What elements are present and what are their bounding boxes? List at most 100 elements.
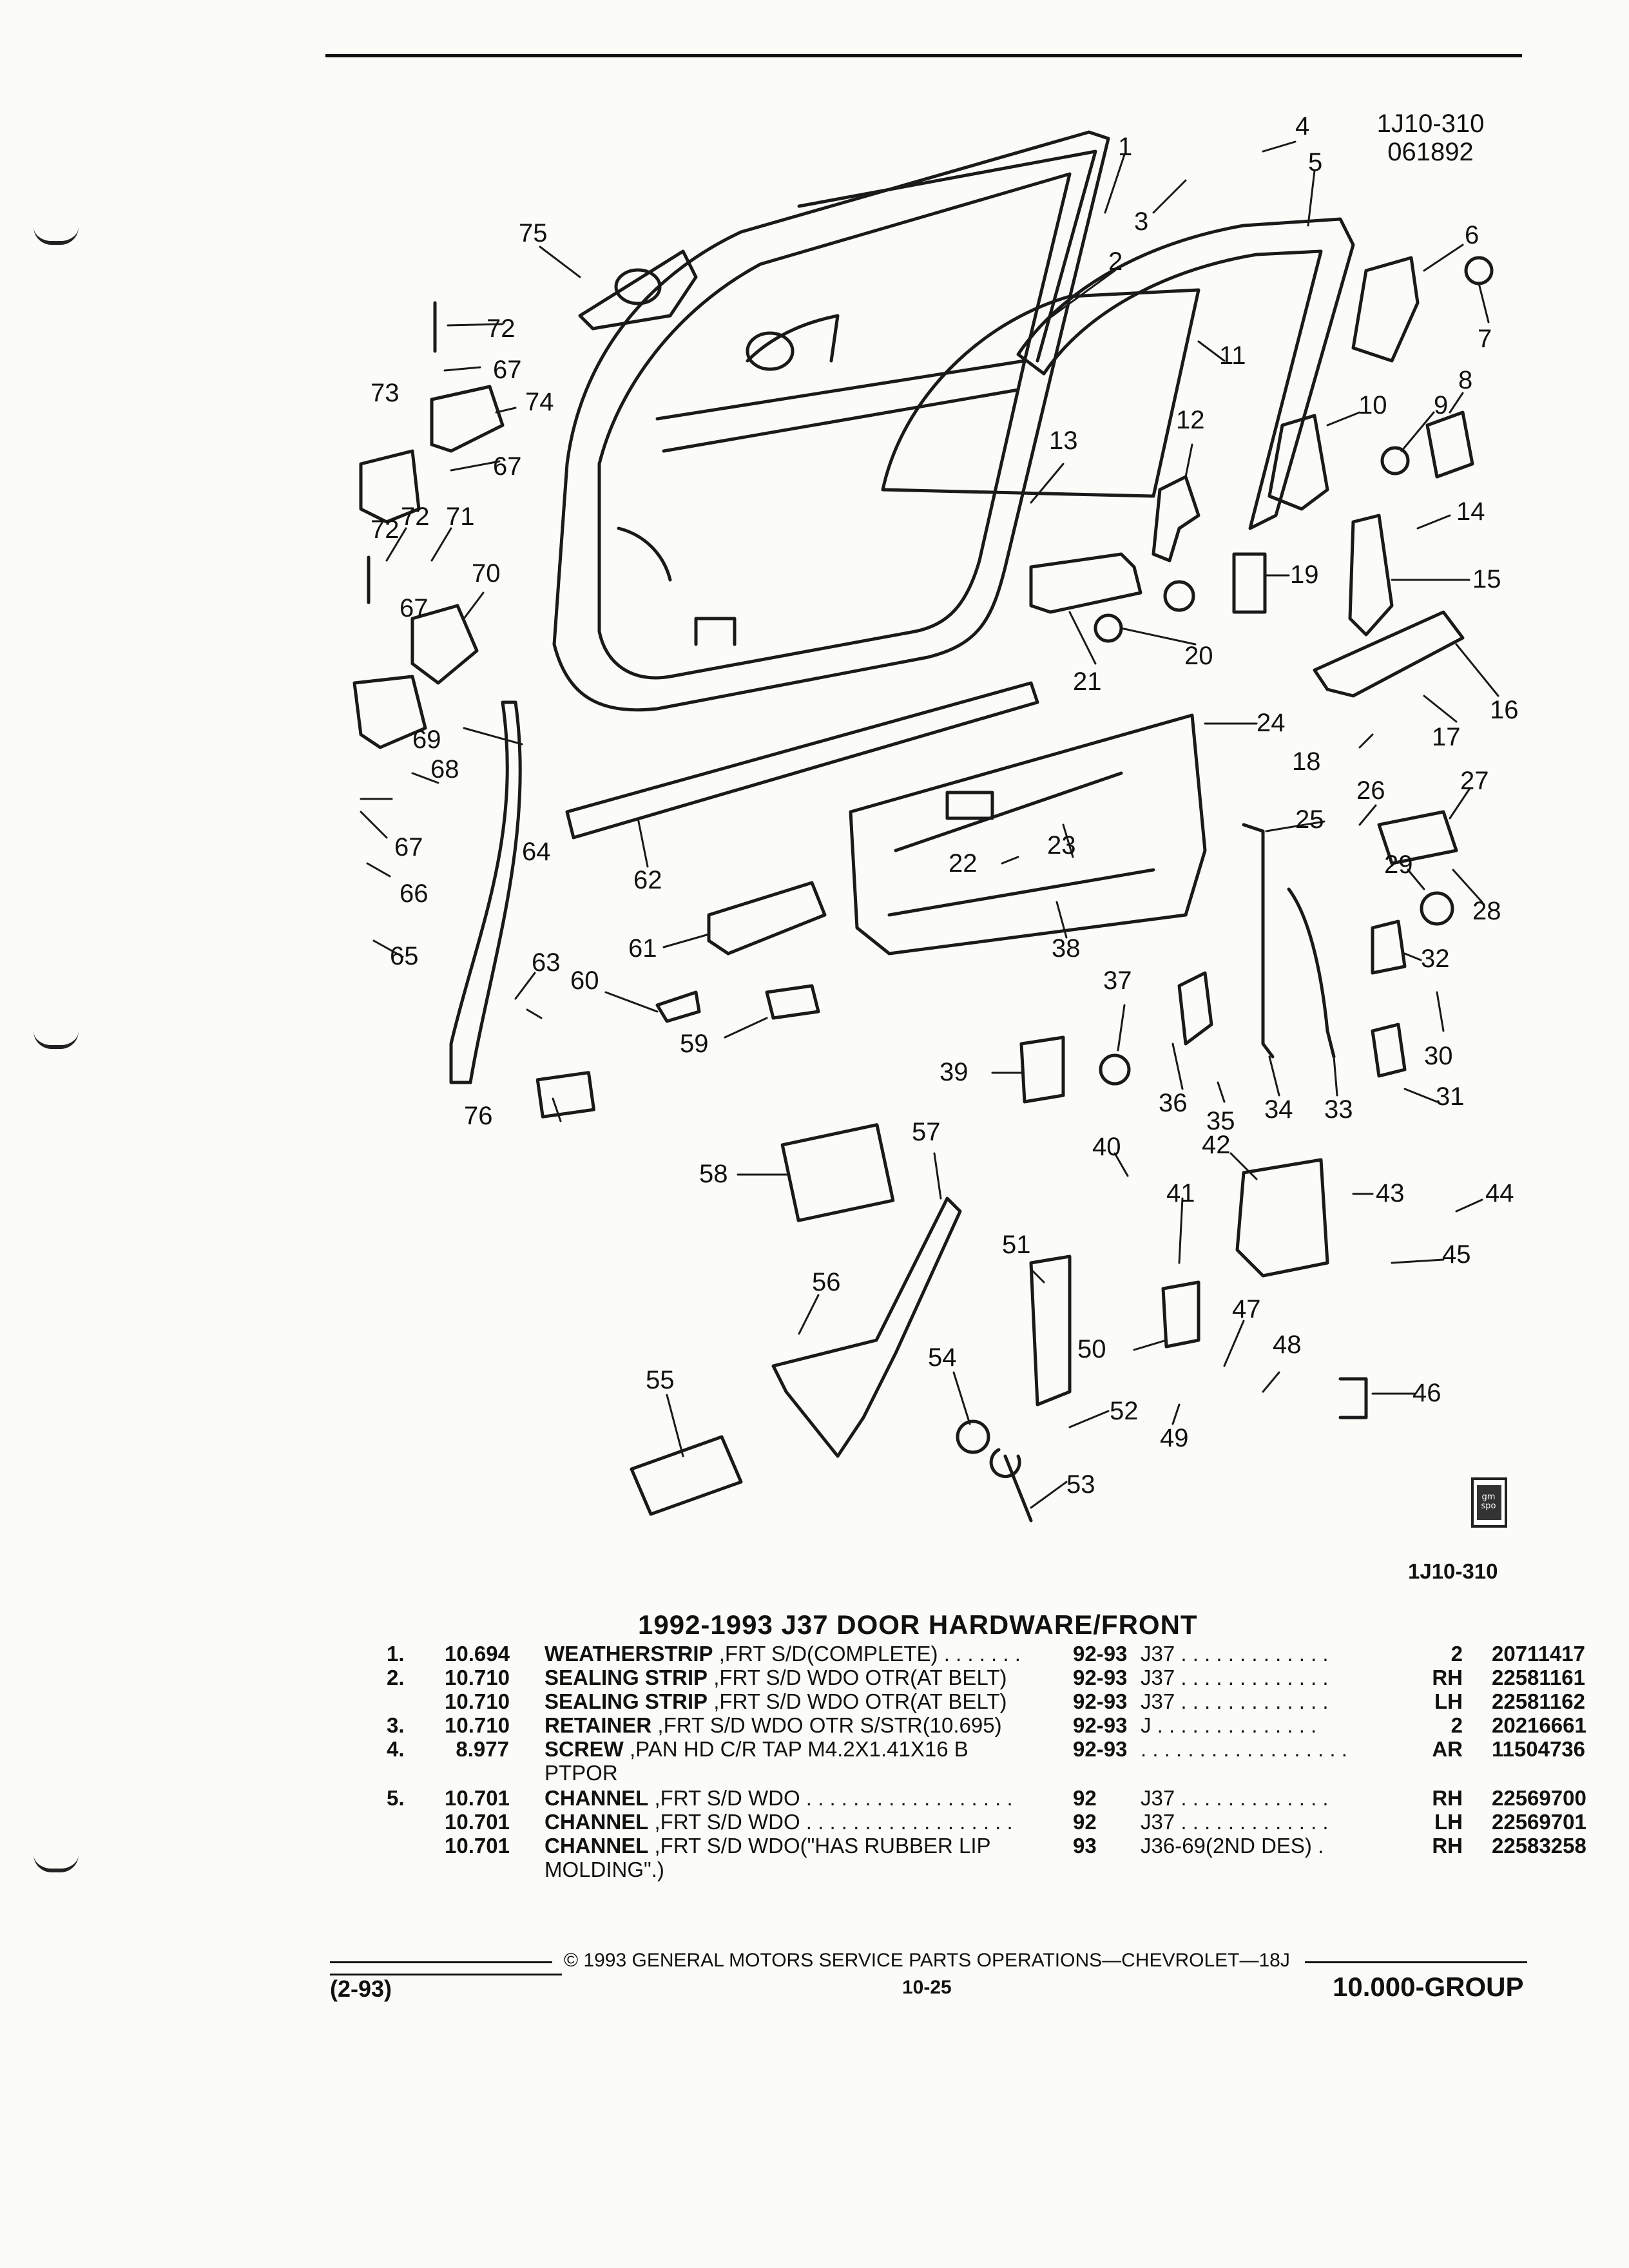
- callout-number: 37: [1103, 966, 1132, 995]
- line-number: 2.: [387, 1666, 405, 1689]
- part-name: WEATHERSTRIP: [545, 1642, 713, 1666]
- quantity: AR: [1432, 1737, 1463, 1761]
- part-name: RETAINER: [545, 1713, 652, 1737]
- callout-number: 33: [1324, 1095, 1353, 1124]
- callout-number: 64: [522, 838, 551, 866]
- callout-number: 13: [1049, 427, 1078, 455]
- group-number: 8.977: [456, 1737, 509, 1761]
- model-code: J37 . . . . . . . . . . . . .: [1141, 1689, 1329, 1713]
- callout-number: 57: [912, 1118, 941, 1146]
- callout-number: 36: [1159, 1089, 1188, 1117]
- footer-rule-left: [330, 1961, 552, 1963]
- callout-number: 59: [680, 1030, 709, 1058]
- callout-number: 10: [1358, 391, 1387, 419]
- door-hardware-diagram: [352, 130, 1499, 1523]
- callout-number: 31: [1436, 1082, 1465, 1111]
- callout-number: 41: [1166, 1179, 1195, 1207]
- part-name: SCREW: [545, 1737, 624, 1761]
- door-frame: [552, 130, 1110, 712]
- callout-number: 62: [633, 866, 662, 894]
- callout-number: 6: [1465, 221, 1480, 249]
- callout-number: 61: [628, 934, 657, 963]
- callout-number: 66: [400, 879, 429, 908]
- illustration-code: 1J10-310: [1376, 110, 1485, 138]
- callout-number: 2: [1108, 247, 1123, 276]
- callout-number: 44: [1485, 1179, 1514, 1207]
- callout-number: 24: [1257, 709, 1286, 737]
- callout-number: 19: [1290, 561, 1319, 589]
- part-number: 20711417: [1492, 1642, 1586, 1666]
- part-number: 22581161: [1492, 1666, 1586, 1689]
- part-name: CHANNEL: [545, 1834, 649, 1858]
- binder-hole: [34, 1031, 79, 1049]
- line-number: 5.: [387, 1786, 405, 1810]
- model-code: J36-69(2ND DES) .: [1141, 1834, 1324, 1858]
- part-name: SEALING STRIP: [545, 1666, 708, 1689]
- group-label: 10.000-GROUP: [1333, 1972, 1524, 2002]
- callout-number: 54: [928, 1343, 957, 1372]
- model-code: . . . . . . . . . . . . . . . . . .: [1141, 1737, 1347, 1761]
- callout-number: 28: [1472, 897, 1501, 925]
- callout-number: 35: [1206, 1107, 1235, 1135]
- callout-number: 67: [400, 594, 429, 622]
- quantity: 2: [1451, 1642, 1463, 1666]
- model-years: 92: [1073, 1810, 1097, 1834]
- part-detail: ,FRT S/D WDO("HAS RUBBER LIP: [648, 1834, 991, 1858]
- quantity: RH: [1432, 1834, 1463, 1858]
- binder-hole: [34, 1854, 79, 1872]
- window-regulator: [771, 1196, 962, 1458]
- callout-number: 12: [1176, 406, 1205, 434]
- outside-handle: [1313, 610, 1465, 698]
- callout-number: 11: [1219, 341, 1246, 370]
- quantity: LH: [1434, 1689, 1463, 1713]
- callout-number: 47: [1232, 1295, 1261, 1323]
- part-detail: ,FRT S/D WDO . . . . . . . . . . . . . .…: [648, 1786, 1013, 1810]
- callout-number: 71: [446, 503, 475, 531]
- model-years: 92-93: [1073, 1642, 1128, 1666]
- model-years: 92-93: [1073, 1713, 1128, 1737]
- group-number: 10.701: [445, 1810, 510, 1834]
- part-detail: ,FRT S/D WDO OTR(AT BELT): [708, 1689, 1007, 1713]
- callout-number: 40: [1092, 1133, 1121, 1161]
- gm-spo-logo: gm spo: [1471, 1477, 1507, 1528]
- quantity: RH: [1432, 1786, 1463, 1810]
- callout-number: 63: [532, 948, 561, 977]
- callout-number: 53: [1066, 1470, 1095, 1499]
- callout-number: 55: [646, 1366, 675, 1394]
- window-channel: [1016, 217, 1355, 530]
- callout-number: 5: [1308, 148, 1323, 177]
- part-detail: ,FRT S/D(COMPLETE) . . . . . . .: [713, 1642, 1021, 1666]
- part-description: SEALING STRIP ,FRT S/D WDO OTR(AT BELT): [545, 1689, 1007, 1714]
- group-number: 10.694: [445, 1642, 510, 1666]
- callout-number: 70: [472, 559, 501, 588]
- callout-number: 50: [1077, 1335, 1106, 1363]
- callout-number: 32: [1421, 945, 1450, 973]
- callout-number: 60: [570, 966, 599, 995]
- line-number: 1.: [387, 1642, 405, 1666]
- quantity: LH: [1434, 1810, 1463, 1834]
- sill-strip: [565, 681, 1039, 840]
- figure-code: 1J10-310: [1408, 1559, 1498, 1583]
- part-description: CHANNEL ,FRT S/D WDO . . . . . . . . . .…: [545, 1810, 1013, 1834]
- callout-number: 16: [1490, 696, 1519, 724]
- quantity: RH: [1432, 1666, 1463, 1689]
- group-number: 10.710: [445, 1689, 510, 1713]
- callout-number: 34: [1264, 1095, 1293, 1124]
- group-number: 10.701: [445, 1786, 510, 1810]
- callout-number: 67: [493, 356, 522, 384]
- callout-number: 43: [1376, 1179, 1405, 1207]
- part-detail: ,FRT S/D WDO . . . . . . . . . . . . . .…: [648, 1810, 1013, 1834]
- callout-number: 67: [493, 452, 522, 481]
- window-glass: [881, 288, 1200, 498]
- callout-number: 67: [394, 833, 423, 861]
- callout-number: 45: [1442, 1240, 1471, 1269]
- part-number: 20216661: [1492, 1713, 1586, 1737]
- group-number: 10.710: [445, 1713, 510, 1737]
- model-code: J37 . . . . . . . . . . . . .: [1141, 1666, 1329, 1689]
- footer-rule-right: [1305, 1961, 1527, 1963]
- callout-number: 7: [1478, 325, 1492, 353]
- part-name: CHANNEL: [545, 1786, 649, 1810]
- callout-number: 76: [464, 1102, 493, 1130]
- callout-number: 72: [371, 515, 400, 544]
- callout-number: 49: [1160, 1424, 1189, 1452]
